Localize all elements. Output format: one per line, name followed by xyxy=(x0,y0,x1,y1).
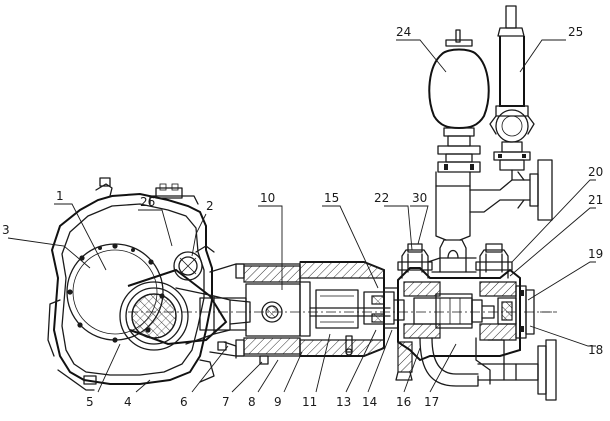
callout-labels: 1 2 3 26 10 15 22 30 24 25 20 21 19 18 5… xyxy=(2,25,603,409)
label-15: 15 xyxy=(324,191,339,205)
label-26: 26 xyxy=(140,195,155,209)
label-2: 2 xyxy=(206,199,214,213)
label-14: 14 xyxy=(362,395,377,409)
label-17: 17 xyxy=(424,395,439,409)
label-20: 20 xyxy=(588,165,603,179)
crosshead-guide xyxy=(209,263,301,365)
label-5: 5 xyxy=(86,395,94,409)
label-10: 10 xyxy=(260,191,275,205)
leader-lines xyxy=(7,39,596,393)
label-11: 11 xyxy=(302,395,317,409)
label-6: 6 xyxy=(180,395,188,409)
discharge-valve-covers xyxy=(397,243,513,279)
label-13: 13 xyxy=(336,395,351,409)
label-1: 1 xyxy=(56,189,64,203)
label-22: 22 xyxy=(374,191,389,205)
suction-manifold xyxy=(395,337,557,401)
connecting-rod xyxy=(119,268,247,351)
discharge-manifold xyxy=(435,159,553,273)
crankcase-housing xyxy=(47,177,215,391)
intermediate-rod-housing xyxy=(299,261,391,357)
label-4: 4 xyxy=(124,395,132,409)
label-21: 21 xyxy=(588,193,603,207)
label-7: 7 xyxy=(222,395,230,409)
label-30: 30 xyxy=(412,191,427,205)
label-19: 19 xyxy=(588,247,603,261)
fluid-end-module xyxy=(397,267,521,362)
pulsation-dampener xyxy=(428,29,490,173)
pinion-shaft xyxy=(173,245,215,281)
label-9: 9 xyxy=(274,395,282,409)
label-25: 25 xyxy=(568,25,583,39)
label-16: 16 xyxy=(396,395,411,409)
label-3: 3 xyxy=(2,223,10,237)
label-24: 24 xyxy=(396,25,411,39)
label-8: 8 xyxy=(248,395,256,409)
label-18: 18 xyxy=(588,343,603,357)
safety-valve xyxy=(489,5,535,181)
